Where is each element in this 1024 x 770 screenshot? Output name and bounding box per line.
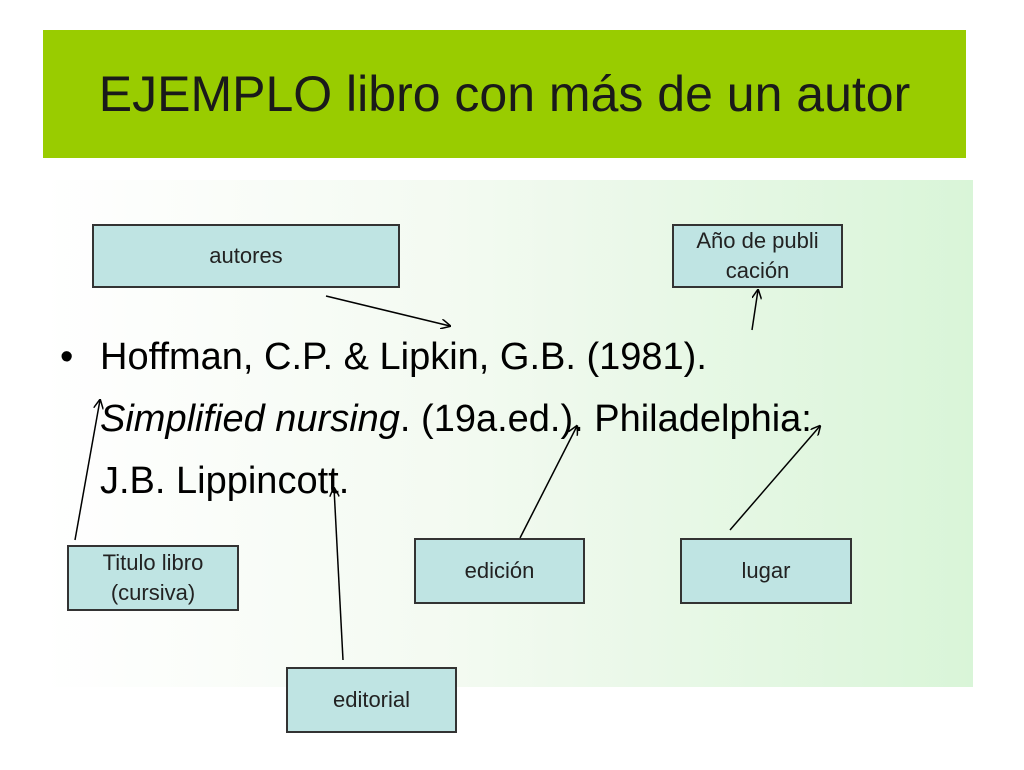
label-autores-text: autores [209, 243, 283, 268]
label-lugar: lugar [680, 538, 852, 604]
label-anio-publicacion: Año de publi cación [672, 224, 843, 288]
reference-title-italic: Simplified nursing [100, 398, 400, 440]
label-editorial: editorial [286, 667, 457, 733]
arrow-autores [325, 295, 450, 326]
title-bar: EJEMPLO libro con más de un autor [43, 30, 966, 158]
arrow-lugar [729, 426, 820, 531]
arrow-titulo [74, 400, 100, 541]
reference-edition-place: . (19a.ed.). Philadelphia: [399, 398, 812, 440]
arrow-anio [751, 290, 758, 331]
label-edicion-text: edición [464, 558, 535, 583]
label-autores: autores [92, 224, 400, 288]
slide-title: EJEMPLO libro con más de un autor [98, 66, 911, 122]
arrow-edicion [519, 426, 577, 539]
bullet-marker: • [60, 336, 74, 378]
reference-line-1: Hoffman, C.P. & Lipkin, G.B. (1981). [100, 336, 707, 378]
reference-line-2: Simplified nursing. (19a.ed.). Philadelp… [100, 388, 980, 450]
reference-line-3: J.B. Lippincott. [100, 460, 350, 502]
arrow-editorial [334, 488, 344, 661]
label-titulo-libro: Titulo libro (cursiva) [67, 545, 239, 611]
label-lugar-text: lugar [741, 558, 791, 583]
label-titulo-line2: (cursiva) [110, 580, 196, 605]
reference-text: Hoffman, C.P. & Lipkin, G.B. (1981). Sim… [100, 326, 980, 512]
label-anio-line2: cación [725, 258, 790, 283]
label-edicion: edición [414, 538, 585, 604]
label-anio-line1: Año de publi [696, 228, 819, 253]
label-titulo-line1: Titulo libro [102, 550, 204, 575]
label-editorial-text: editorial [332, 687, 411, 712]
